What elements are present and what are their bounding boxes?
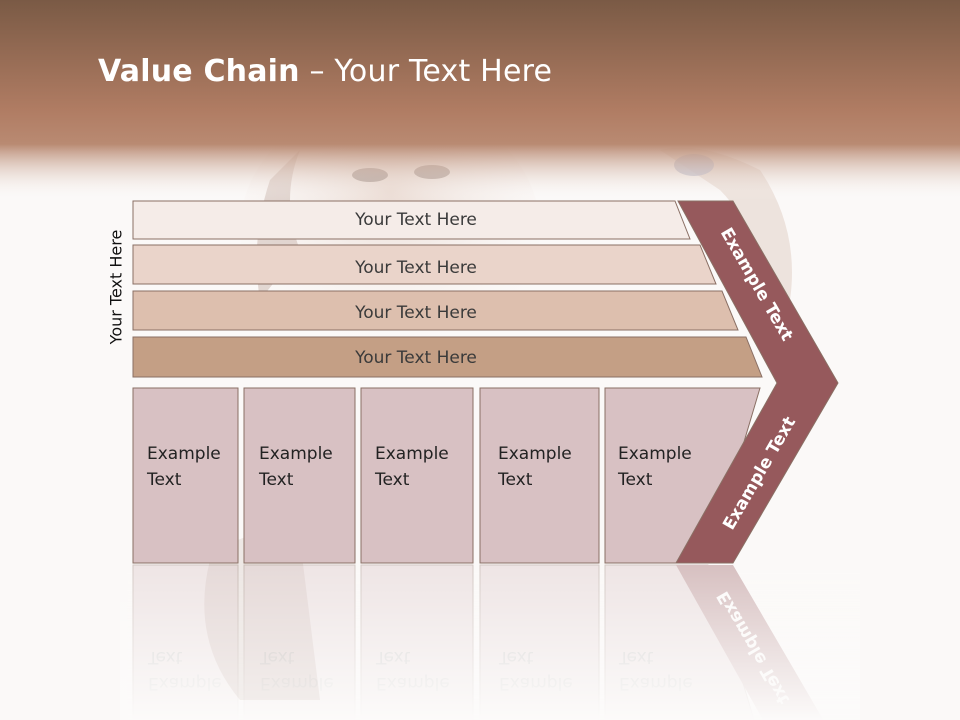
bar-3-label: Your Text Here (354, 303, 477, 323)
column-5-line2: Text (617, 470, 653, 490)
title-rest: – Your Text Here (299, 54, 553, 89)
bar-1-label: Your Text Here (354, 210, 477, 230)
reflection: Text Example Text Example Text Example T… (120, 564, 860, 720)
column-1-line2: Text (146, 470, 182, 490)
column-1-line1: Example (147, 444, 221, 464)
page-title: Value Chain – Your Text Here (98, 54, 552, 89)
column-2-line1: Example (259, 444, 333, 464)
title-bold: Value Chain (98, 54, 300, 89)
column-1[interactable] (132, 387, 239, 564)
bar-2-label: Your Text Here (354, 258, 477, 278)
column-2[interactable] (243, 387, 356, 564)
column-3-line1: Example (375, 444, 449, 464)
column-2-line2: Text (258, 470, 294, 490)
chevron-arrow[interactable] (675, 200, 839, 564)
column-3[interactable] (360, 387, 474, 564)
bar-4[interactable] (132, 336, 763, 378)
bar-1[interactable] (132, 200, 691, 240)
column-4-line1: Example (498, 444, 572, 464)
bar-2[interactable] (132, 244, 717, 285)
bar-3[interactable] (132, 290, 739, 331)
bar-4-label: Your Text Here (354, 348, 477, 368)
column-5-line1: Example (618, 444, 692, 464)
column-4[interactable] (479, 387, 600, 564)
column-3-line2: Text (374, 470, 410, 490)
column-4-line2: Text (497, 470, 533, 490)
